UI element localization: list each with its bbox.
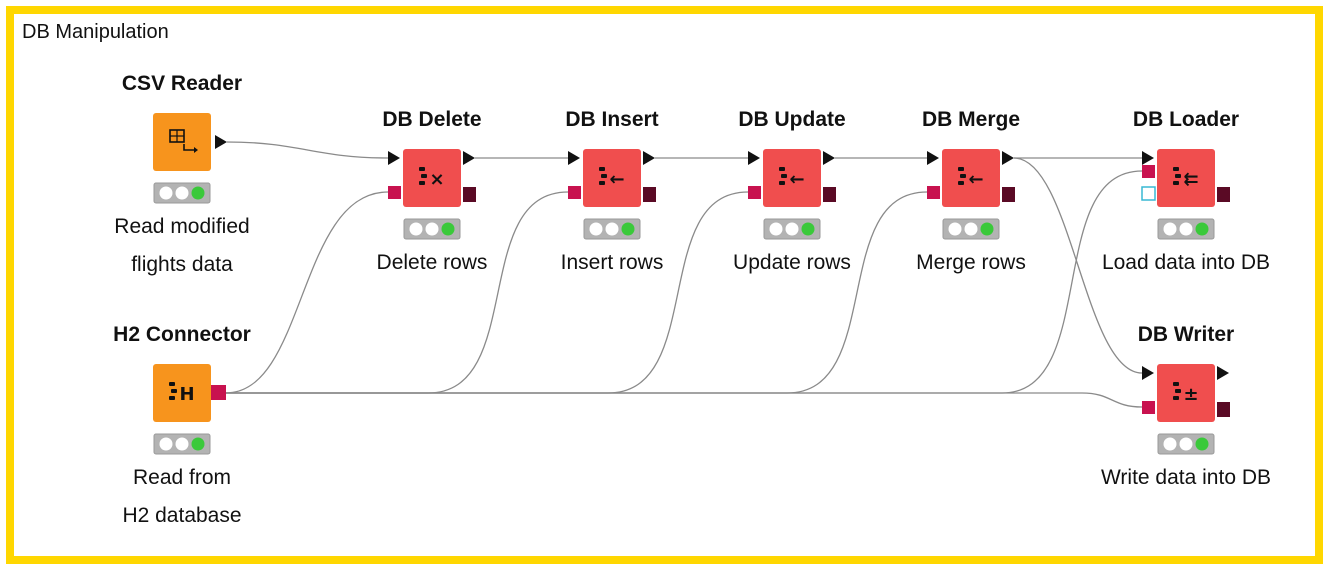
svg-text:←: ← bbox=[968, 169, 983, 190]
data-out-port[interactable] bbox=[823, 151, 835, 165]
node-body[interactable] bbox=[1157, 364, 1215, 422]
db-in-port[interactable] bbox=[1142, 401, 1155, 414]
node-label: H2 database bbox=[122, 504, 242, 527]
node-label: Read from bbox=[132, 466, 232, 489]
node-status-indicator bbox=[763, 218, 821, 240]
connection-h2-connector-to-db-insert[interactable] bbox=[226, 191, 569, 394]
node-title: CSV Reader bbox=[121, 72, 243, 95]
workflow-annotation-frame bbox=[6, 6, 1323, 564]
node-status-indicator bbox=[153, 182, 211, 204]
db-writer-icon: ± bbox=[1173, 382, 1199, 405]
node-label: Merge rows bbox=[916, 251, 1026, 274]
data-in-port[interactable] bbox=[927, 151, 939, 165]
svg-text:×: × bbox=[429, 169, 444, 190]
connections-layer bbox=[225, 141, 1143, 408]
node-status-indicator bbox=[403, 218, 461, 240]
optional-in-port[interactable] bbox=[1141, 186, 1156, 201]
db-out-port[interactable] bbox=[643, 187, 656, 202]
node-title: DB Merge bbox=[921, 108, 1021, 131]
data-out-port[interactable] bbox=[643, 151, 655, 165]
db-in-port[interactable] bbox=[927, 186, 940, 199]
data-in-port[interactable] bbox=[748, 151, 760, 165]
node-body[interactable] bbox=[153, 364, 211, 422]
data-in-port[interactable] bbox=[1142, 366, 1154, 380]
db-update-node[interactable]: ← bbox=[748, 149, 836, 240]
db-out-port[interactable] bbox=[1217, 187, 1230, 202]
db-out-port[interactable] bbox=[463, 187, 476, 202]
data-in-port[interactable] bbox=[1142, 151, 1154, 165]
h2-connector-node[interactable]: H bbox=[153, 364, 226, 455]
data-out-port[interactable] bbox=[1217, 366, 1229, 380]
node-title: DB Delete bbox=[382, 108, 482, 131]
node-label: Delete rows bbox=[376, 251, 488, 274]
data-out-port[interactable] bbox=[463, 151, 475, 165]
nodes-layer: H × ← ← ← ⇇ ± bbox=[153, 113, 1230, 455]
db-delete-icon: × bbox=[419, 167, 445, 190]
db-h-icon: H bbox=[169, 382, 195, 405]
data-out-port[interactable] bbox=[1002, 151, 1014, 165]
node-status-indicator bbox=[1157, 218, 1215, 240]
node-title: DB Loader bbox=[1132, 108, 1240, 131]
node-title: DB Writer bbox=[1137, 323, 1235, 346]
db-loader-node[interactable]: ⇇ bbox=[1141, 149, 1230, 240]
node-body[interactable] bbox=[1157, 149, 1215, 207]
node-status-indicator bbox=[942, 218, 1000, 240]
db-insert-node[interactable]: ← bbox=[568, 149, 656, 240]
node-body[interactable] bbox=[763, 149, 821, 207]
node-status-indicator bbox=[1157, 433, 1215, 455]
svg-text:H: H bbox=[179, 384, 194, 405]
node-title: DB Insert bbox=[565, 108, 659, 131]
node-body[interactable] bbox=[942, 149, 1000, 207]
node-status-indicator bbox=[583, 218, 641, 240]
node-label: Read modified bbox=[114, 215, 250, 238]
db-writer-node[interactable]: ± bbox=[1142, 364, 1230, 455]
node-title: DB Update bbox=[738, 108, 846, 131]
node-label: Insert rows bbox=[560, 251, 664, 274]
connection-csv-reader-to-db-delete[interactable] bbox=[226, 141, 389, 159]
db-out-port[interactable] bbox=[1002, 187, 1015, 202]
connection-h2-connector-to-db-update[interactable] bbox=[226, 191, 749, 394]
data-in-port[interactable] bbox=[388, 151, 400, 165]
svg-text:⇇: ⇇ bbox=[1183, 169, 1198, 190]
node-body[interactable] bbox=[583, 149, 641, 207]
db-in-port[interactable] bbox=[1142, 165, 1155, 178]
db-update-icon: ← bbox=[779, 167, 805, 190]
db-out-port[interactable] bbox=[211, 385, 226, 400]
node-label: Load data into DB bbox=[1101, 251, 1271, 274]
db-loader-icon: ⇇ bbox=[1173, 167, 1199, 190]
svg-text:±: ± bbox=[1183, 384, 1198, 405]
node-label: Update rows bbox=[733, 251, 851, 274]
node-label: Write data into DB bbox=[1100, 466, 1272, 489]
db-insert-icon: ← bbox=[599, 167, 625, 190]
node-body[interactable] bbox=[403, 149, 461, 207]
data-out-port[interactable] bbox=[215, 135, 227, 149]
connection-db-merge-to-db-writer[interactable] bbox=[1013, 157, 1143, 374]
connection-h2-connector-to-db-loader[interactable] bbox=[226, 170, 1143, 394]
node-title: H2 Connector bbox=[113, 323, 251, 346]
connection-h2-connector-to-db-writer[interactable] bbox=[226, 392, 1143, 408]
db-in-port[interactable] bbox=[568, 186, 581, 199]
db-merge-icon: ← bbox=[958, 167, 984, 190]
db-in-port[interactable] bbox=[748, 186, 761, 199]
connection-h2-connector-to-db-delete[interactable] bbox=[225, 191, 389, 394]
connection-h2-connector-to-db-merge[interactable] bbox=[226, 191, 928, 394]
node-status-indicator bbox=[153, 433, 211, 455]
db-out-port[interactable] bbox=[823, 187, 836, 202]
csv-reader-node[interactable] bbox=[153, 113, 227, 204]
node-label: flights data bbox=[131, 253, 233, 276]
db-delete-node[interactable]: × bbox=[388, 149, 476, 240]
data-in-port[interactable] bbox=[568, 151, 580, 165]
table-arrow-icon bbox=[169, 129, 198, 153]
svg-text:←: ← bbox=[789, 169, 804, 190]
db-in-port[interactable] bbox=[388, 186, 401, 199]
svg-text:←: ← bbox=[609, 169, 624, 190]
db-out-port[interactable] bbox=[1217, 402, 1230, 417]
db-merge-node[interactable]: ← bbox=[927, 149, 1015, 240]
annotation-title: DB Manipulation bbox=[22, 21, 169, 43]
